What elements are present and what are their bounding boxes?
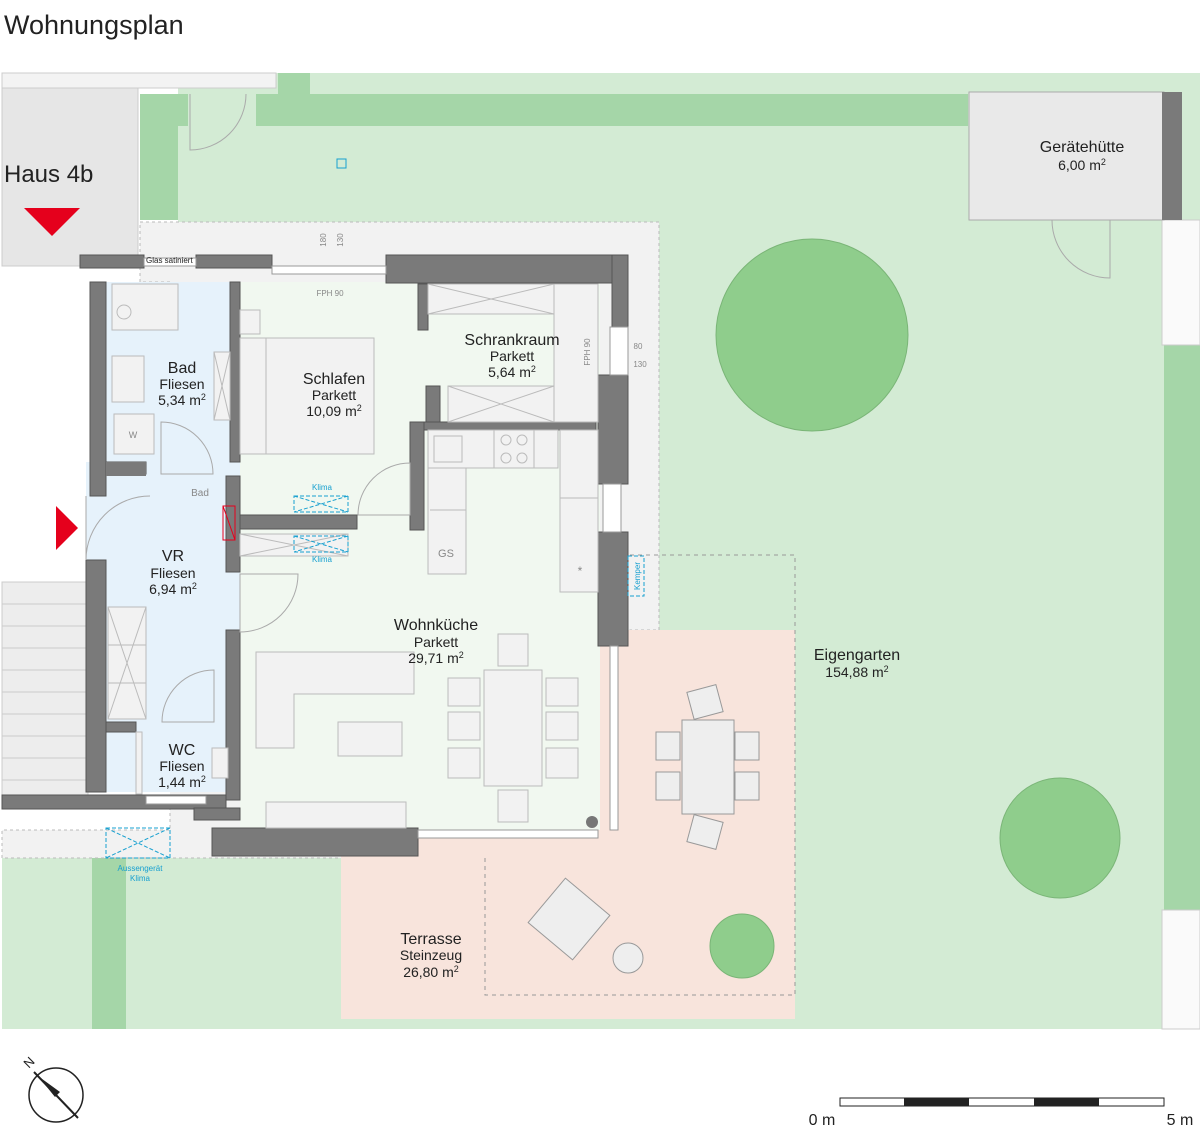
bad-small-label: Bad: [191, 488, 209, 499]
svg-text:Fliesen: Fliesen: [159, 758, 204, 774]
room-label-wohnkueche: Wohnküche Parkett 29,71 m2: [394, 617, 478, 666]
svg-text:Bad: Bad: [168, 360, 196, 377]
svg-text:154,88 m2: 154,88 m2: [825, 664, 888, 680]
dim-80: 80: [634, 342, 643, 351]
klima-label-2: Klima: [312, 555, 333, 564]
outlet-icon: [336, 158, 347, 169]
svg-text:WC: WC: [169, 742, 196, 759]
scale-bar: 0 m 5 m: [809, 1097, 1194, 1129]
side-path: [1161, 219, 1200, 346]
svg-text:Parkett: Parkett: [414, 634, 458, 650]
svg-text:6,94 m2: 6,94 m2: [149, 581, 197, 597]
svg-text:Parkett: Parkett: [312, 387, 356, 403]
kemper-label: Kemper: [633, 562, 642, 590]
washer-label: W: [129, 430, 138, 440]
door-swings: [85, 93, 411, 723]
fph-top-label: FPH 90: [316, 289, 344, 298]
bedroom-furniture: [239, 309, 375, 557]
tool-shed: [968, 91, 1165, 221]
fire-hydrant: [222, 505, 236, 541]
room-label-schrankraum: Schrankraum Parkett 5,64 m2: [464, 332, 559, 380]
svg-text:Terrasse: Terrasse: [400, 931, 461, 948]
building-label: Haus 4b: [4, 161, 93, 188]
svg-text:Schrankraum: Schrankraum: [464, 332, 559, 349]
stair-area: [1, 581, 89, 798]
living-furniture: [255, 633, 579, 829]
hedge-top-stub: [278, 73, 310, 94]
fph-side-label: FPH 90: [583, 338, 592, 366]
room-label-eigengarten: Eigengarten 154,88 m2: [814, 647, 900, 680]
svg-text:Gerätehütte: Gerätehütte: [1040, 139, 1125, 156]
room-label-wc: WC Fliesen 1,44 m2: [158, 742, 206, 790]
svg-text:Eigengarten: Eigengarten: [814, 647, 900, 664]
hedge-left-lower: [92, 858, 126, 1029]
garden-left-lower: [2, 855, 180, 1029]
dim-180: 180: [319, 233, 328, 247]
hedge-top: [256, 94, 968, 126]
svg-text:29,71 m2: 29,71 m2: [408, 650, 464, 666]
svg-text:Schlafen: Schlafen: [303, 371, 365, 388]
wardrobe-furniture: [427, 283, 599, 423]
scale-end: 5 m: [1167, 1112, 1194, 1129]
svg-text:Parkett: Parkett: [490, 348, 534, 364]
svg-text:5,34 m2: 5,34 m2: [158, 392, 206, 408]
aussen-label-1: Aussengerät: [118, 864, 164, 873]
bath-step: [106, 462, 146, 476]
terrace-dashed-border: [484, 554, 796, 996]
building-marker: [24, 208, 80, 236]
hedge-top-left: [140, 94, 188, 220]
glas-label: Glas satiniert: [146, 256, 193, 265]
room-label-terrasse: Terrasse Steinzeug 26,80 m2: [400, 931, 462, 980]
wc-fixtures: [135, 731, 229, 795]
scale-start: 0 m: [809, 1112, 836, 1129]
svg-text:VR: VR: [162, 548, 184, 565]
svg-text:26,80 m2: 26,80 m2: [403, 964, 459, 980]
gs-label: GS: [438, 548, 454, 560]
trees: [709, 238, 1121, 979]
terrace-furniture: [527, 683, 760, 974]
room-label-vr: VR Fliesen 6,94 m2: [149, 548, 197, 597]
side-path-lower: [1161, 909, 1200, 1030]
shed-door-swing: [1051, 219, 1111, 279]
star-mark: *: [578, 564, 583, 578]
windows: [143, 257, 629, 839]
dim-130-top: 130: [336, 233, 345, 247]
dim-130-side: 130: [633, 360, 647, 369]
svg-text:Steinzeug: Steinzeug: [400, 947, 462, 963]
svg-text:10,09 m2: 10,09 m2: [306, 403, 362, 419]
svg-text:Fliesen: Fliesen: [159, 376, 204, 392]
walls: [1, 254, 629, 857]
kitchen-furniture: [427, 429, 599, 593]
hedge-right: [1164, 345, 1200, 910]
klima-units: [105, 495, 645, 859]
column-dot: [586, 816, 598, 828]
neighbor-entry: [1, 87, 139, 267]
room-label-schlafen: Schlafen Parkett 10,09 m2: [303, 371, 365, 419]
hall-storage: [107, 606, 147, 720]
room-label-geraetehuette: Gerätehütte 6,00 m2: [1040, 139, 1125, 173]
page-title: Wohnungsplan: [4, 10, 184, 40]
compass-north: N: [20, 1054, 37, 1071]
compass: N: [20, 1054, 84, 1123]
bathroom-fixtures: [111, 283, 231, 455]
svg-text:1,44 m2: 1,44 m2: [158, 774, 206, 790]
klima-label-1: Klima: [312, 483, 333, 492]
entrance-arrow: [56, 506, 78, 550]
neighbor-building: [1, 72, 277, 89]
svg-text:Fliesen: Fliesen: [150, 565, 195, 581]
svg-text:6,00 m2: 6,00 m2: [1058, 157, 1106, 173]
stair-steps: [2, 603, 86, 781]
aussen-label-2: Klima: [130, 874, 151, 883]
fire-hydrant-cross: [222, 505, 236, 541]
tool-shed-wall: [1162, 92, 1182, 220]
room-label-bad: Bad Fliesen 5,34 m2: [158, 360, 206, 408]
svg-text:5,64 m2: 5,64 m2: [488, 364, 536, 380]
svg-text:Wohnküche: Wohnküche: [394, 617, 478, 634]
